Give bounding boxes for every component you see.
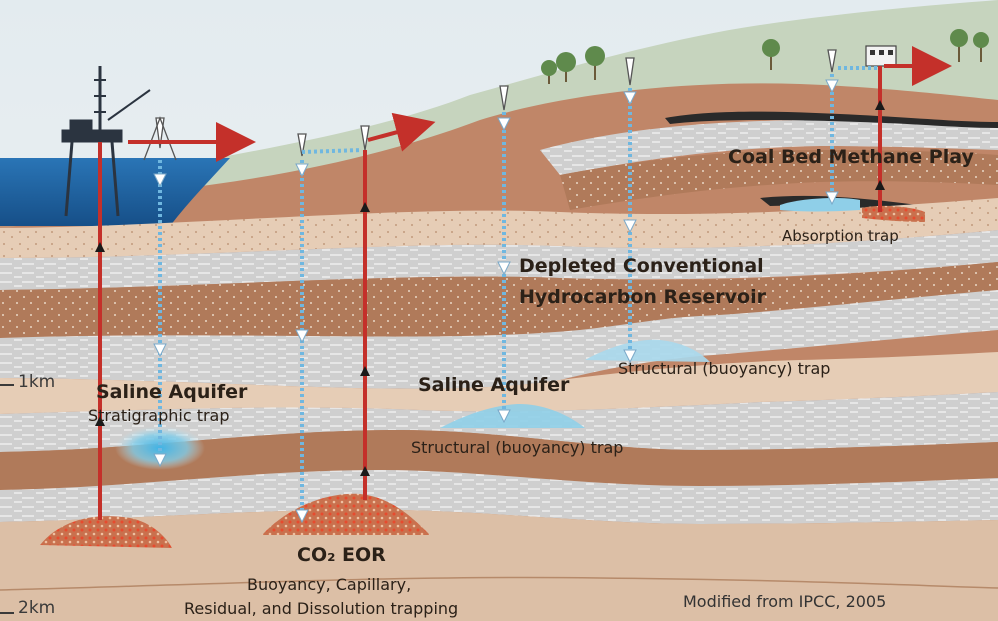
coal-seam-upper [665, 111, 998, 128]
eor-reservoir [262, 493, 430, 535]
stratum-brown-1 [0, 262, 998, 338]
label-depleted-line2: Hydrocarbon Reservoir [519, 286, 766, 308]
co2-flow-arrows [153, 79, 839, 524]
tree-icon [541, 29, 989, 84]
stratum-line-deep [0, 576, 998, 591]
depth-tick-1km [0, 384, 14, 386]
building-icon [865, 45, 897, 67]
depth-label-1km: 1km [18, 372, 56, 392]
depth-tick-2km [0, 612, 14, 614]
offshore-platform-icon [61, 66, 151, 217]
stratum-grey-upper [540, 120, 998, 175]
label-absorption-trap: Absorption trap [782, 227, 899, 245]
label-eor-trapping-line1: Buoyancy, Capillary, [247, 575, 412, 594]
wellhead-icon [143, 49, 837, 161]
label-saline-aquifer-mid: Saline Aquifer [418, 374, 570, 396]
co2-plume-structural-mid [440, 404, 585, 428]
stratum-brown-upper [560, 150, 998, 210]
label-eor-trapping-line2: Residual, and Dissolution trapping [184, 599, 459, 618]
stratum-tan-deep [0, 509, 998, 621]
stratum-grey-2 [0, 290, 998, 389]
co2-plume-structural-right [585, 339, 710, 362]
label-structural-trap-mid: Structural (buoyancy) trap [411, 438, 624, 457]
stratum-tan-1 [0, 198, 998, 258]
stratum-grey-4 [0, 470, 998, 524]
offshore-reservoir [40, 516, 172, 548]
label-structural-trap-right: Structural (buoyancy) trap [618, 359, 831, 378]
label-co2-eor: CO₂ EOR [297, 544, 386, 566]
stratum-grey-1 [0, 230, 998, 290]
stratum-tan-2 [0, 352, 998, 414]
depth-label-2km: 2km [18, 598, 56, 618]
label-saline-aquifer-left: Saline Aquifer [96, 381, 248, 403]
label-coal-bed-methane: Coal Bed Methane Play [728, 146, 974, 168]
stratum-brown-2 [0, 430, 998, 490]
label-stratigraphic-trap: Stratigraphic trap [88, 406, 230, 425]
coal-production-zone [862, 205, 925, 222]
credit-text: Modified from IPCC, 2005 [683, 592, 887, 611]
co2-plume-coal [780, 197, 860, 212]
production-flow-arrows [95, 100, 885, 476]
label-depleted-line1: Depleted Conventional [519, 255, 764, 277]
arrow-right-icon [128, 46, 952, 162]
